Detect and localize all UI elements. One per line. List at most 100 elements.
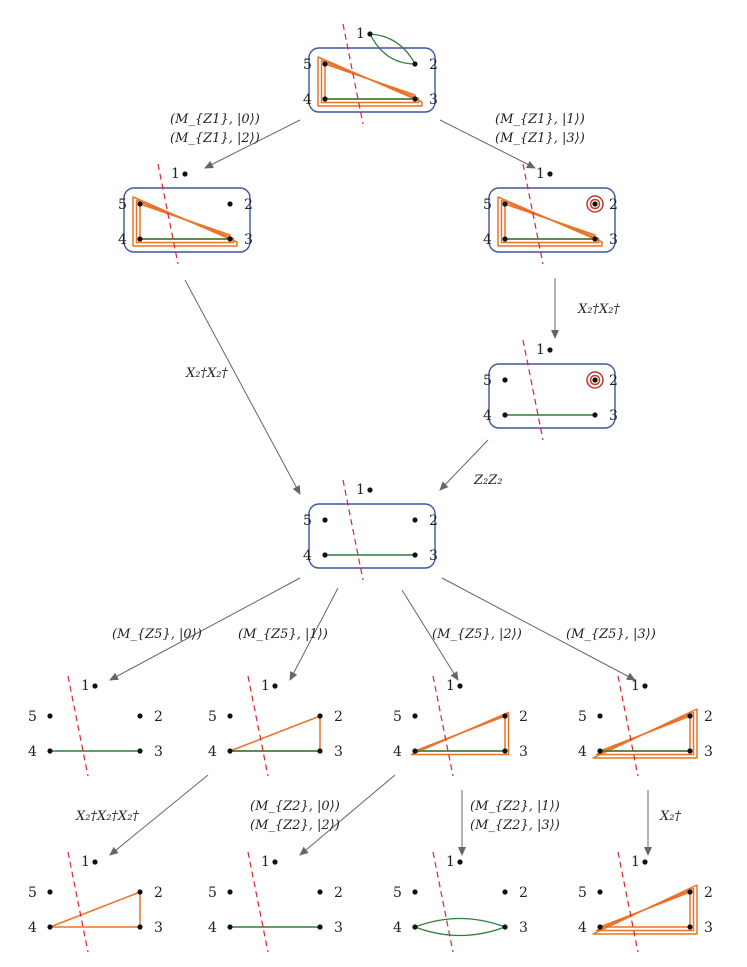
node-1-dot: [547, 347, 553, 353]
edges-layer: [109, 119, 652, 856]
node-1-label: 1: [261, 854, 270, 870]
node-4-dot: [502, 236, 508, 242]
braid-band: [410, 711, 510, 756]
label-left-long: X₂†X₂†: [185, 366, 228, 381]
node-2-label: 2: [704, 885, 713, 901]
node-4-dot: [597, 924, 603, 930]
node-3-dot: [227, 236, 233, 242]
node-5-label: 5: [118, 197, 127, 213]
node-1-label: 1: [81, 854, 90, 870]
node-4-dot: [412, 748, 418, 754]
node-2-dot: [317, 713, 323, 719]
node-5-label: 5: [393, 709, 402, 725]
arrow-1: [439, 119, 536, 169]
node-5-dot: [322, 517, 328, 523]
node-5-dot: [502, 377, 508, 383]
node-4-label: 4: [208, 920, 217, 936]
node-2-label: 2: [609, 373, 618, 389]
node-2-dot: [502, 713, 508, 719]
node-4-label: 4: [393, 920, 402, 936]
cut-line: [342, 23, 364, 125]
label-bottom-d: X₂†: [659, 809, 681, 824]
node-4-label: 4: [118, 232, 127, 248]
node-4-dot: [502, 412, 508, 418]
node-2-dot: [137, 889, 143, 895]
node-3-dot: [502, 748, 508, 754]
node-3-dot: [317, 924, 323, 930]
node-5-label: 5: [28, 709, 37, 725]
node-2-label: 2: [154, 709, 163, 725]
node-5-label: 5: [208, 885, 217, 901]
braid-band: [592, 884, 698, 935]
node-1-dot: [547, 171, 553, 177]
region-box: [488, 187, 616, 253]
node-2-dot: [592, 377, 598, 383]
node-3-label: 3: [429, 92, 438, 108]
node-5-label: 5: [393, 885, 402, 901]
edge-labels: (M_{Z1}, |0⟩) (M_{Z1}, |2⟩) (M_{Z1}, |1⟩…: [75, 112, 681, 833]
node-1-dot: [272, 859, 278, 865]
node-2-label: 2: [519, 885, 528, 901]
node-3-label: 3: [519, 744, 528, 760]
braid-band: [49, 891, 141, 928]
node-1-label: 1: [631, 854, 640, 870]
node-4-dot: [227, 748, 233, 754]
node-2-dot: [687, 713, 693, 719]
node-2-label: 2: [154, 885, 163, 901]
node-2-dot: [687, 889, 693, 895]
cut-line: [342, 479, 364, 581]
node-5-label: 5: [208, 709, 217, 725]
node-1-dot: [272, 683, 278, 689]
braid-band: [229, 715, 321, 752]
arrow-0: [204, 119, 301, 169]
states-layer: 1234512345123451234512345123451234512345…: [28, 23, 713, 953]
node-2-dot: [412, 61, 418, 67]
label-right-short: X₂†X₂†: [577, 302, 620, 317]
node-3-dot: [137, 924, 143, 930]
arrow-6: [289, 587, 339, 681]
node-3-dot: [412, 96, 418, 102]
node-2-dot: [502, 889, 508, 895]
node-4-dot: [227, 924, 233, 930]
node-1-label: 1: [261, 678, 270, 694]
arrow-4: [439, 439, 489, 491]
node-3-dot: [592, 236, 598, 242]
arrow-9: [109, 774, 209, 856]
region-box: [308, 503, 436, 569]
node-3-label: 3: [154, 920, 163, 936]
node-4-dot: [597, 748, 603, 754]
node-3-label: 3: [334, 920, 343, 936]
node-4-label: 4: [578, 920, 587, 936]
label-top-right-2: (M_{Z1}, |3⟩): [495, 131, 585, 146]
label-center-1: (M_{Z5}, |1⟩): [238, 627, 328, 642]
label-center-0: (M_{Z5}, |0⟩): [112, 627, 202, 642]
label-bottom-b-2: (M_{Z2}, |2⟩): [250, 818, 340, 833]
region-box: [308, 47, 436, 113]
cut-line: [432, 675, 454, 777]
node-3-label: 3: [704, 920, 713, 936]
node-4-dot: [322, 552, 328, 558]
node-3-dot: [687, 924, 693, 930]
node-2-label: 2: [334, 709, 343, 725]
node-5-dot: [47, 889, 53, 895]
cut-line: [617, 851, 639, 953]
arrow-7: [401, 589, 459, 681]
cut-line: [67, 675, 89, 777]
node-2-dot: [412, 517, 418, 523]
braid-band: [320, 59, 420, 104]
node-5-dot: [227, 713, 233, 719]
label-center-3: (M_{Z5}, |3⟩): [566, 627, 656, 642]
node-1-dot: [457, 859, 463, 865]
node-4-label: 4: [303, 92, 312, 108]
region-box: [123, 187, 251, 253]
ring-inner: [589, 374, 601, 386]
